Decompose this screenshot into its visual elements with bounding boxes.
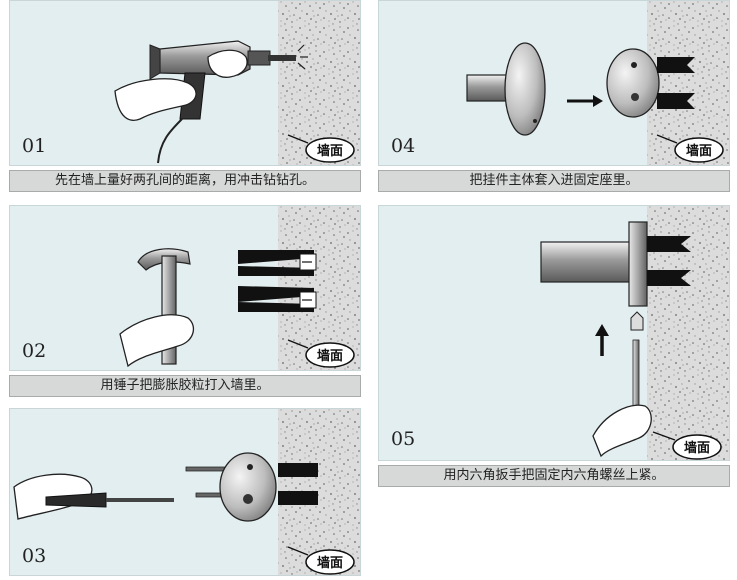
step-4-illustration: 墙面 <box>466 1 729 165</box>
mount-base-icon <box>606 48 695 118</box>
mounted-holder-icon <box>540 221 691 307</box>
step-1-caption: 先在墙上量好两孔间的距离，用冲击钻钻孔。 <box>9 170 361 192</box>
wall-texture <box>647 1 729 165</box>
drill-icon <box>114 40 308 164</box>
wall-label: 墙面 <box>317 143 343 159</box>
step-2-caption: 用锤子把膨胀胶粒打入墙里。 <box>9 375 361 397</box>
wall-hole <box>278 463 318 477</box>
wall-label: 墙面 <box>317 555 343 571</box>
hex-screw-icon <box>630 311 644 331</box>
step-5-panel: 墙面 05 <box>378 205 730 461</box>
arrow-head <box>595 324 609 336</box>
wall-label-bubble: 墙面 <box>287 546 355 575</box>
step-2-panel: 墙面 02 <box>9 205 361 371</box>
hex-key-icon <box>592 339 652 458</box>
wall-label-bubble: 墙面 <box>656 134 724 163</box>
step-1-illustration: 墙面 <box>114 1 360 165</box>
wall-anchor-icon <box>238 250 317 312</box>
step-5-caption: 用内六角扳手把固定内六角螺丝上紧。 <box>378 465 730 487</box>
step-2-illustration: 墙面 <box>119 206 360 370</box>
wall-label: 墙面 <box>684 440 710 456</box>
screwdriver-icon <box>13 473 174 520</box>
step-3-number: 03 <box>22 545 47 567</box>
step-3-panel: 墙面 03 <box>9 408 361 576</box>
step-4-caption: 把挂件主体套入进固定座里。 <box>378 170 730 192</box>
step-5-number: 05 <box>391 428 416 450</box>
wall-label-bubble: 墙面 <box>652 431 722 460</box>
wall-label: 墙面 <box>686 143 712 159</box>
hammer-icon <box>119 248 195 368</box>
step-1-number: 01 <box>22 135 47 157</box>
wall-label-bubble: 墙面 <box>287 134 355 163</box>
step-5-illustration: 墙面 <box>540 206 729 460</box>
step-2-number: 02 <box>22 340 47 362</box>
step-4-number: 04 <box>391 135 416 157</box>
wall-hole <box>278 491 318 505</box>
arrow-head <box>593 95 603 107</box>
wall-label-bubble: 墙面 <box>287 339 355 368</box>
step-1-panel: 墙面 01 <box>9 0 361 166</box>
wall-label: 墙面 <box>317 348 343 364</box>
holder-body-icon <box>466 42 546 136</box>
step-3-illustration: 墙面 <box>13 409 360 575</box>
step-4-panel: 墙面 04 <box>378 0 730 166</box>
mount-base-icon <box>219 452 277 522</box>
wall-texture <box>278 1 360 165</box>
